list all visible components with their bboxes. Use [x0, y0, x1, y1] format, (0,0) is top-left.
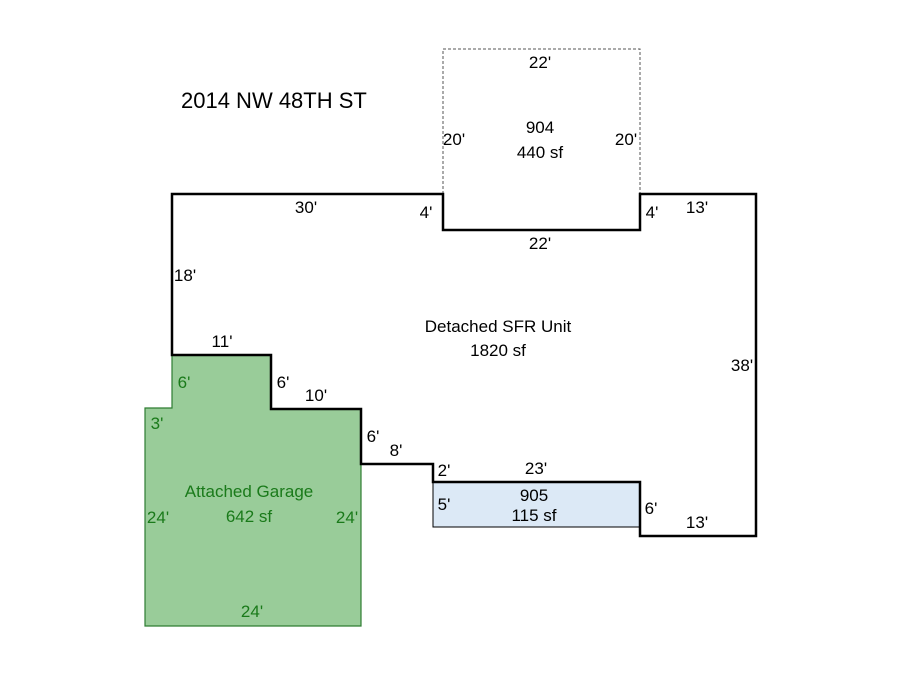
dim-garage-left: 24': [147, 508, 169, 527]
dim-step-6b: 6': [367, 427, 380, 446]
dim-step-10: 10': [305, 386, 327, 405]
dim-bottom-23: 23': [525, 459, 547, 478]
area-904-outline: [442, 48, 641, 194]
main-unit-outline: [170, 192, 758, 538]
garage-name: Attached Garage: [185, 482, 314, 501]
dim-step-2: 2': [438, 461, 451, 480]
dim-step-right-4: 4': [646, 203, 659, 222]
area-904-size: 440 sf: [517, 143, 564, 162]
area-905-code: 905: [520, 486, 548, 505]
dim-main-left: 18': [174, 266, 196, 285]
area-905: [432, 481, 641, 528]
area-904-code: 904: [526, 118, 554, 137]
address-title: 2014 NW 48TH ST: [181, 88, 367, 113]
dim-step-left-4: 4': [420, 203, 433, 222]
dim-step-8: 8': [390, 441, 403, 460]
garage-area-size: 642 sf: [226, 507, 273, 526]
dim-garage-top: 11': [212, 332, 233, 351]
dim-garage-right: 24': [336, 508, 358, 527]
dim-main-bottom-right: 13': [686, 513, 708, 532]
area-905-size: 115 sf: [511, 506, 556, 525]
dim-main-top-right: 13': [686, 198, 708, 217]
main-unit-area: 1820 sf: [470, 341, 526, 360]
main-unit-name: Detached SFR Unit: [425, 317, 572, 336]
dim-step-5: 5': [438, 495, 451, 514]
dim-904-top: 22': [529, 53, 551, 72]
dim-904-right: 20': [615, 130, 637, 149]
dim-garage-inner-6: 6': [178, 373, 191, 392]
dim-step-6a: 6': [277, 373, 290, 392]
dim-main-top-left: 30': [295, 198, 317, 217]
dim-garage-bottom: 24': [241, 602, 263, 621]
dim-garage-3: 3': [151, 414, 164, 433]
dim-main-right: 38': [731, 356, 753, 375]
dim-904-bottom: 22': [529, 234, 551, 253]
dim-step-6c: 6': [645, 499, 658, 518]
dim-904-left: 20': [443, 130, 465, 149]
